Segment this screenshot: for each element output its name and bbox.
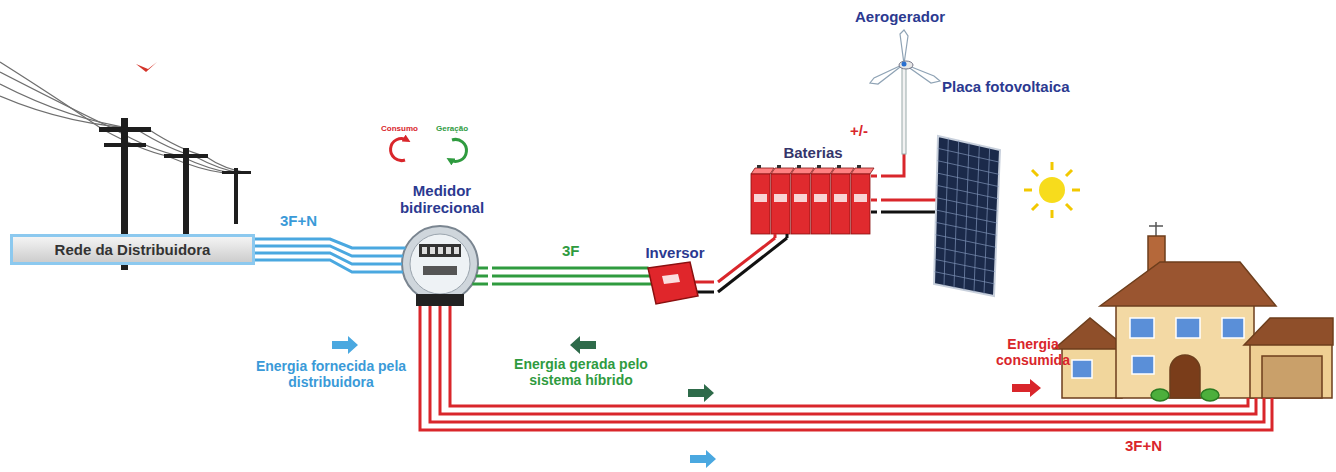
wire xyxy=(881,211,930,214)
bird xyxy=(136,62,157,72)
inverter: Inversor xyxy=(632,244,718,310)
node-heading: Placa fotovoltaica xyxy=(930,78,1104,95)
flow-caption: Consumo xyxy=(381,124,418,133)
node-heading: Inversor xyxy=(632,244,718,261)
house xyxy=(1054,222,1333,401)
flow-caption: Geração xyxy=(436,124,468,133)
sun xyxy=(1024,162,1080,218)
wire xyxy=(718,238,775,282)
wire-bundle xyxy=(881,154,904,176)
grid-box: Rede da Distribuidora xyxy=(10,234,255,265)
wire xyxy=(881,199,930,202)
node-heading: Medidor bidirecional xyxy=(392,182,492,216)
flow-caption: Energia fornecida pela distribuidora xyxy=(255,358,407,390)
flow-arrows xyxy=(332,336,1041,468)
wire-bundle xyxy=(881,200,930,212)
flow-caption: Energia gerada pelo sistema híbrido xyxy=(495,356,667,388)
node-heading: Aerogerador xyxy=(842,8,958,25)
wire xyxy=(492,267,632,270)
solar-panel-symbol xyxy=(930,78,1100,300)
wire-bundle xyxy=(492,268,632,284)
flow-caption: Energia consumida xyxy=(985,336,1081,368)
house-supply-lines xyxy=(420,306,1272,430)
wire xyxy=(255,260,392,272)
bidirectional-meter: Medidor bidirecional xyxy=(392,182,492,306)
wire-label: 3F+N xyxy=(278,212,319,229)
node-heading: Baterias xyxy=(745,144,881,161)
wire xyxy=(492,275,632,278)
wire-label: +/- xyxy=(848,122,870,139)
node-heading: Rede da Distribuidora xyxy=(55,241,211,258)
solar-panel: Placa fotovoltaica xyxy=(930,78,1104,300)
wire-bundle xyxy=(255,239,392,272)
wire xyxy=(718,238,787,292)
wire-bundle xyxy=(718,238,787,292)
wire-label: 3F xyxy=(560,242,582,259)
battery-bank: Baterias xyxy=(745,144,881,238)
wire xyxy=(881,154,904,176)
wire-label: 3F+N xyxy=(1125,437,1162,454)
flow-cycle-arrows xyxy=(391,139,467,162)
wire xyxy=(492,283,632,286)
